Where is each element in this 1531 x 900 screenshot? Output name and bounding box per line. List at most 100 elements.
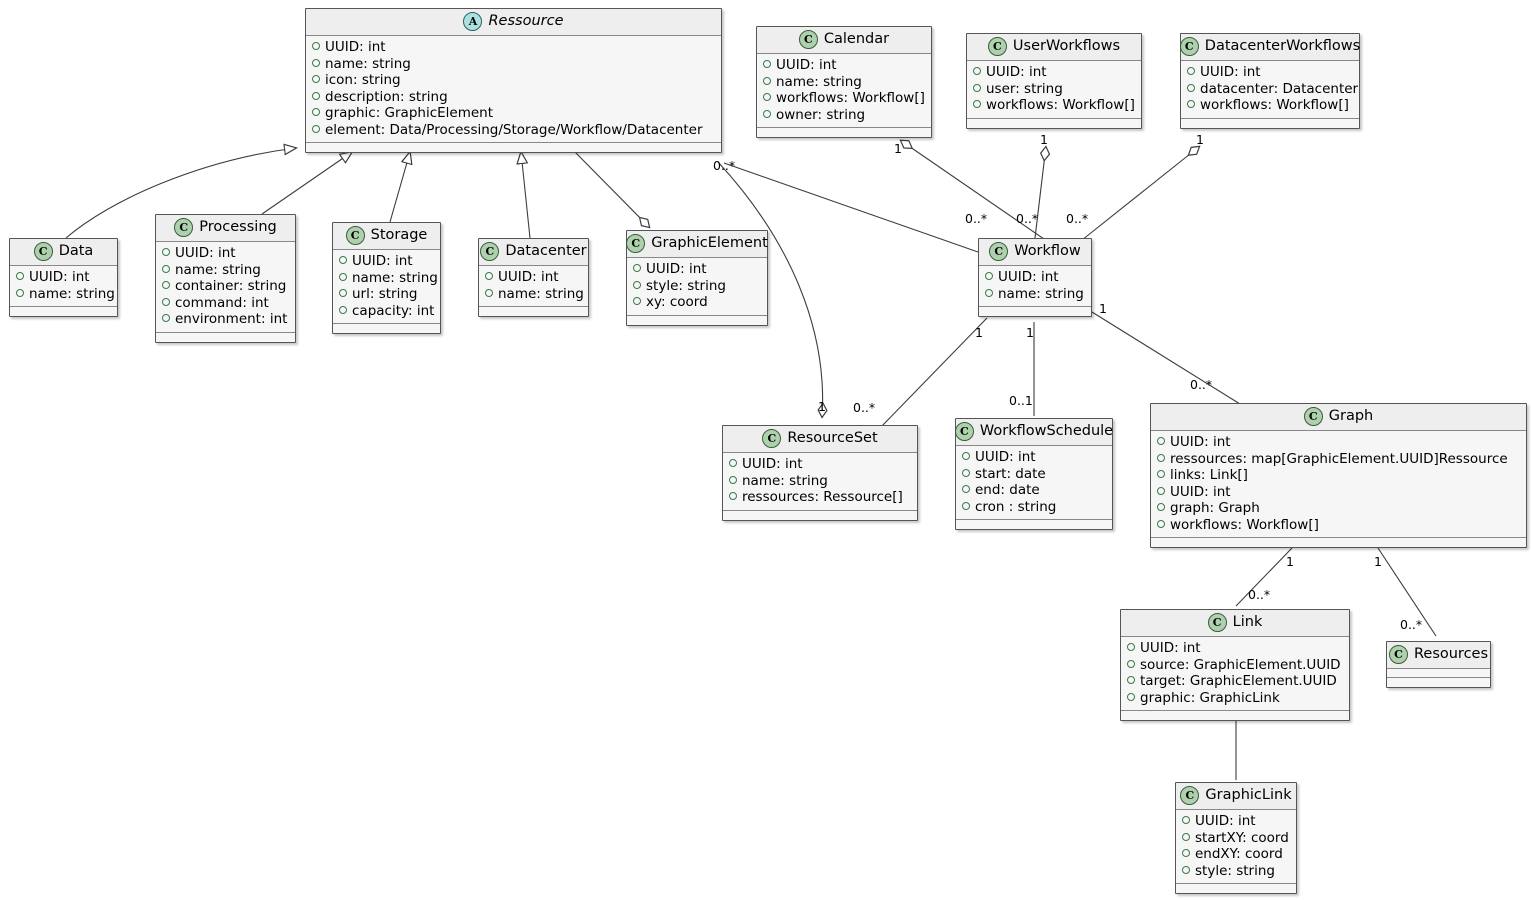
visibility-public-icon bbox=[633, 264, 641, 272]
attribute-row: description: string bbox=[312, 89, 715, 106]
visibility-public-icon bbox=[729, 492, 737, 500]
attribute-row: endXY: coord bbox=[1182, 846, 1290, 863]
multiplicity-label: 1 bbox=[975, 325, 983, 340]
attribute-label: description: string bbox=[325, 88, 448, 105]
class-name-graphicelement: GraphicElement bbox=[651, 235, 768, 252]
attribute-label: style: string bbox=[646, 277, 726, 294]
attribute-label: UUID: int bbox=[975, 449, 1036, 465]
attribute-label: name: string bbox=[29, 285, 115, 302]
class-name-resources: Resources bbox=[1413, 646, 1489, 663]
attribute-row: graph: Graph bbox=[1157, 500, 1520, 517]
attribute-label: workflows: Workflow[] bbox=[1200, 97, 1349, 113]
attribute-row: user: string bbox=[973, 81, 1135, 98]
attribute-row: UUID: int bbox=[485, 269, 582, 286]
class-name-graph: Graph bbox=[1328, 408, 1374, 425]
visibility-public-icon bbox=[763, 76, 771, 85]
visibility-public-icon bbox=[973, 67, 981, 75]
attribute-label: ressources: map[GraphicElement.UUID]Ress… bbox=[1170, 450, 1508, 467]
class-methods-compartment-resourceset bbox=[723, 510, 917, 520]
attribute-label: ressources: Ressource[] bbox=[742, 489, 903, 505]
visibility-public-icon bbox=[763, 109, 771, 118]
multiplicity-label: 0..* bbox=[1400, 617, 1423, 632]
attribute-label: name: string bbox=[776, 73, 862, 90]
visibility-public-icon bbox=[729, 475, 737, 484]
class-methods-compartment-resources bbox=[1387, 678, 1490, 687]
multiplicity-label: 0..* bbox=[1190, 377, 1213, 392]
class-icon: C bbox=[989, 242, 1009, 261]
class-icon: C bbox=[987, 37, 1007, 56]
attribute-row: datacenter: Datacenter bbox=[1187, 81, 1358, 98]
attribute-row: environment: int bbox=[162, 311, 289, 328]
visibility-public-icon bbox=[973, 100, 981, 108]
visibility-public-icon bbox=[1187, 83, 1195, 92]
multiplicity-label: 1 bbox=[1099, 301, 1107, 316]
visibility-public-icon bbox=[339, 272, 347, 281]
attribute-row: name: string bbox=[485, 286, 584, 303]
visibility-public-icon bbox=[1157, 437, 1165, 445]
visibility-public-icon bbox=[312, 75, 320, 83]
visibility-public-icon bbox=[339, 305, 347, 314]
visibility-public-icon bbox=[962, 485, 970, 493]
multiplicity-label: 0..* bbox=[965, 211, 988, 226]
multiplicity-label: 1 bbox=[1286, 554, 1294, 569]
multiplicity-label: 0..* bbox=[1016, 211, 1039, 226]
class-icon: C bbox=[33, 242, 53, 261]
multiplicity-label: 0..* bbox=[713, 158, 736, 173]
attribute-label: UUID: int bbox=[29, 269, 90, 285]
class-methods-compartment-graph bbox=[1151, 538, 1526, 547]
attribute-label: workflows: Workflow[] bbox=[986, 97, 1135, 113]
attribute-label: UUID: int bbox=[646, 261, 707, 277]
attribute-label: workflows: Workflow[] bbox=[776, 90, 925, 106]
attribute-row: name: string bbox=[312, 56, 715, 73]
class-name-workflowschedule: WorkflowSchedule bbox=[979, 423, 1114, 440]
attribute-label: graphic: GraphicLink bbox=[1140, 689, 1280, 706]
attribute-row: UUID: int bbox=[763, 57, 925, 74]
attribute-label: UUID: int bbox=[986, 64, 1047, 80]
class-methods-compartment-link bbox=[1121, 711, 1349, 720]
class-methods-compartment-userworkflows bbox=[967, 118, 1141, 128]
visibility-public-icon bbox=[1157, 453, 1165, 462]
attribute-label: capacity: int bbox=[352, 302, 435, 319]
attribute-label: environment: int bbox=[175, 311, 288, 327]
class-name-processing: Processing bbox=[199, 219, 277, 236]
multiplicity-label: 1 bbox=[818, 399, 826, 414]
attribute-row: UUID: int bbox=[1127, 640, 1343, 657]
attribute-row: capacity: int bbox=[339, 303, 434, 320]
visibility-public-icon bbox=[485, 272, 493, 280]
visibility-public-icon bbox=[312, 91, 320, 100]
attribute-row: name: string bbox=[162, 262, 289, 279]
attribute-row: container: string bbox=[162, 278, 289, 295]
visibility-public-icon bbox=[1127, 676, 1135, 684]
attribute-row: name: string bbox=[985, 286, 1085, 303]
class-name-storage: Storage bbox=[370, 227, 428, 244]
class-methods-compartment-calendar bbox=[757, 128, 931, 137]
visibility-public-icon bbox=[162, 281, 170, 289]
class-methods-compartment-datacenterworkflows bbox=[1181, 118, 1359, 128]
visibility-public-icon bbox=[312, 124, 320, 133]
class-name-link: Link bbox=[1232, 614, 1263, 631]
